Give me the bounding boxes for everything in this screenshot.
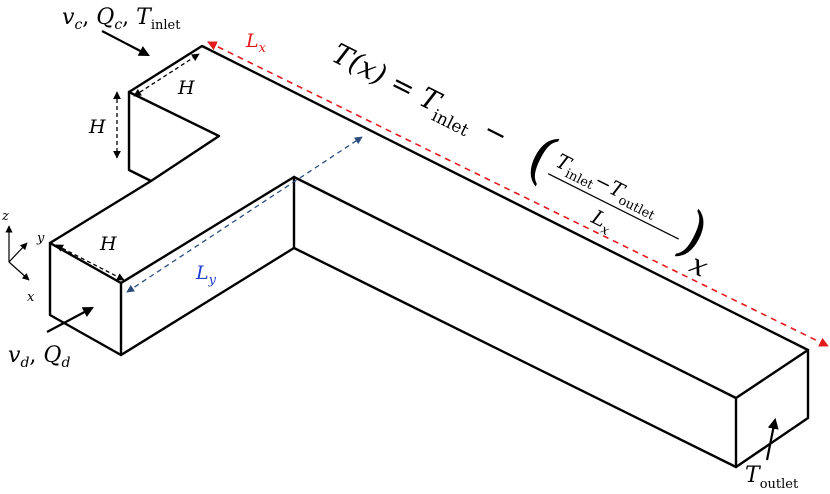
x-axis [8, 261, 30, 281]
h-label-side: H [88, 116, 106, 138]
h-label-top: H [177, 77, 195, 99]
equation-denominator: Lx [585, 204, 617, 239]
inlet-top-edge [127, 44, 810, 352]
main-front-top-edge [292, 175, 738, 400]
h-label-outlet: H [99, 233, 117, 255]
coordinate-axes: z y x [1, 209, 45, 305]
equation-lhs: T(x) = Tinlet− [324, 37, 514, 158]
outlet-front-face [48, 241, 123, 357]
lx-label: Lx [245, 30, 267, 56]
outlet-top-edge [48, 175, 296, 285]
dim-ly [126, 136, 363, 293]
inlet-front-edge [127, 90, 221, 183]
equation-fraction-bar [547, 173, 680, 240]
outlet-end-face [734, 348, 810, 469]
dim-h-top [133, 53, 200, 97]
axis-z-label: z [1, 209, 9, 224]
dim-lx [207, 41, 829, 347]
t-outlet-label: Toutlet [745, 463, 799, 492]
inlet-label: vc, Qc, Tinlet [62, 5, 181, 33]
dim-h-outlet [55, 244, 125, 281]
axis-x-label: x [27, 290, 35, 305]
t-outlet-pointer-arrow [765, 417, 779, 461]
temperature-equation: T(x) = Tinlet− ( Tinlet−Toutlet Lx ) x [324, 37, 720, 284]
ly-label: Ly [195, 262, 217, 288]
outlet-flow-arrow [46, 306, 94, 333]
inlet-flow-arrow [101, 30, 150, 57]
y-axis [8, 242, 28, 263]
axis-y-label: y [36, 231, 45, 246]
outlet-flow-label: vd, Qd [8, 343, 70, 371]
